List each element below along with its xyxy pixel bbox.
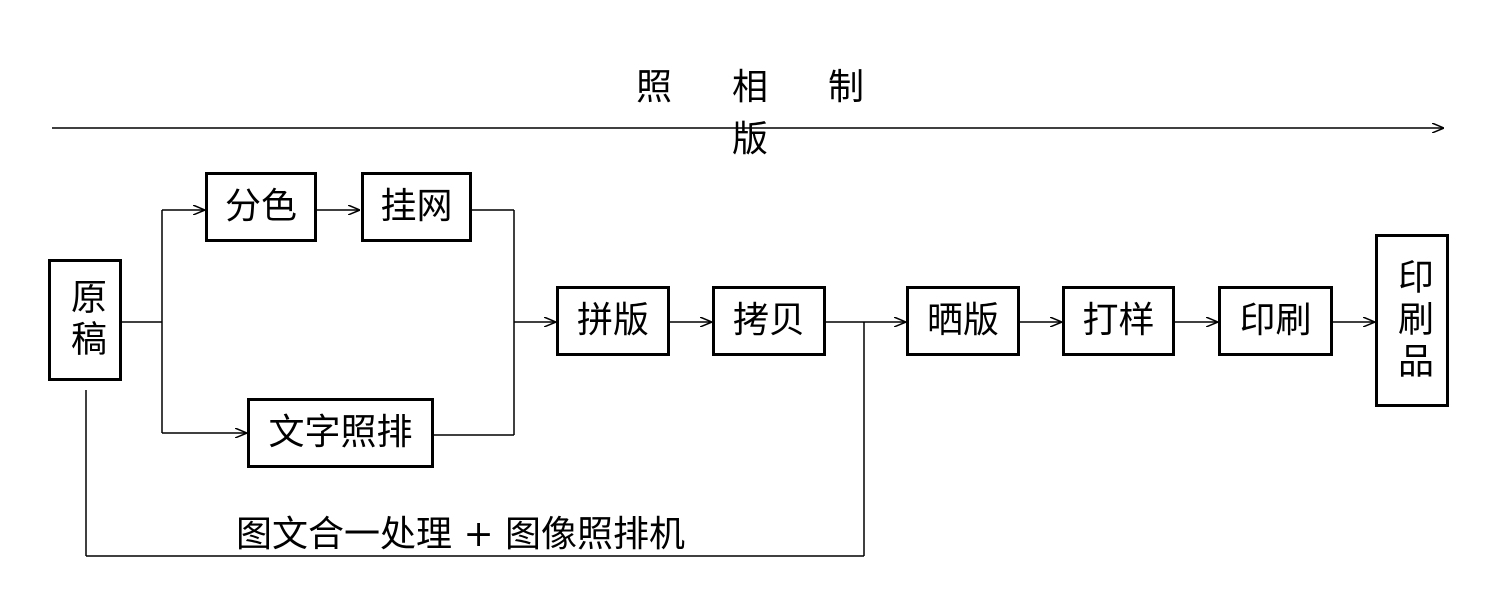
node-plate-exposure: 晒版 bbox=[906, 286, 1020, 356]
bypass-caption: 图文合一处理 + 图像照排机 bbox=[236, 514, 686, 555]
node-text-typesetting: 文字照排 bbox=[247, 398, 434, 468]
node-original: 原稿 bbox=[48, 259, 122, 381]
node-copying: 拷贝 bbox=[712, 286, 826, 356]
node-proofing: 打样 bbox=[1062, 286, 1175, 356]
node-screening: 挂网 bbox=[361, 172, 472, 242]
node-printed-product: 印刷品 bbox=[1375, 234, 1449, 407]
node-color-separation: 分色 bbox=[205, 172, 317, 242]
node-imposition: 拼版 bbox=[556, 286, 670, 356]
diagram-title: 照相制版 bbox=[635, 67, 924, 160]
node-printing: 印刷 bbox=[1218, 286, 1333, 356]
